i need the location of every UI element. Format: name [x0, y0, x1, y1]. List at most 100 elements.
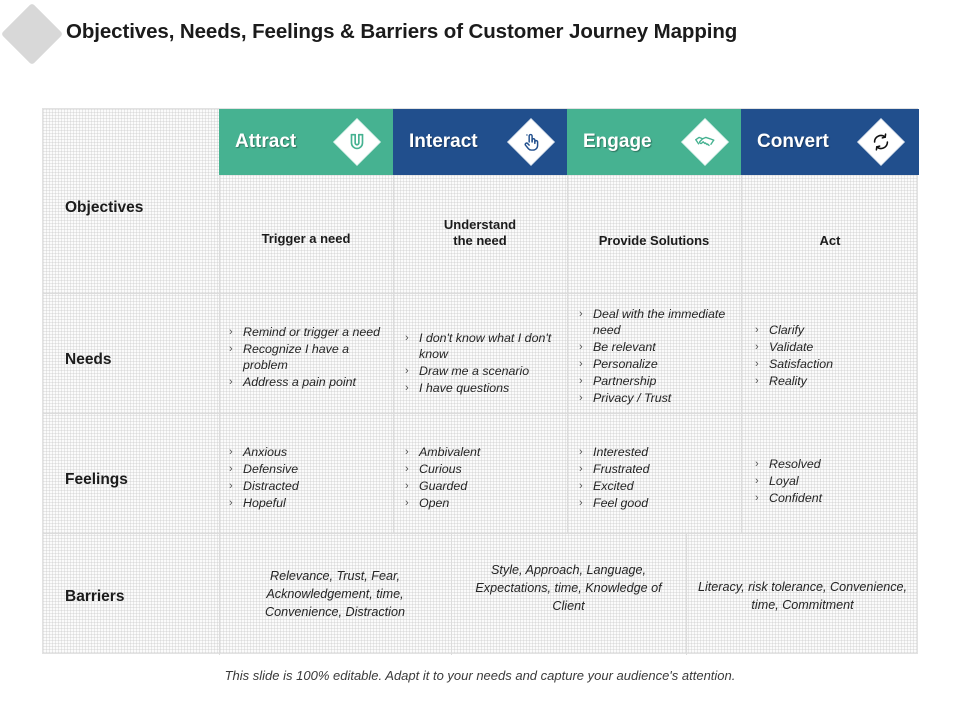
- list-item: ›Curious: [405, 461, 462, 476]
- list-item: ›Remind or trigger a need: [229, 325, 381, 339]
- chevron-right-icon: ›: [579, 391, 583, 404]
- row-label-needs: Needs: [65, 351, 112, 368]
- objectives-cell-engage: Provide Solutions: [567, 211, 741, 271]
- stage-header-engage[interactable]: Engage: [567, 109, 741, 175]
- list-item: ›Loyal: [755, 473, 799, 488]
- barriers-cell-3: Literacy, risk tolerance, Convenience, t…: [686, 535, 919, 657]
- chevron-right-icon: ›: [755, 491, 759, 504]
- chevron-right-icon: ›: [229, 375, 233, 388]
- list-item: ›Hopeful: [229, 495, 286, 510]
- needs-cell-interact: ›I don't know what I don't know ›Draw me…: [395, 331, 569, 398]
- list-item: ›Draw me a scenario: [405, 363, 530, 378]
- list-item: ›Privacy / Trust: [579, 390, 672, 405]
- magnet-icon: [334, 119, 380, 165]
- chevron-right-icon: ›: [755, 324, 759, 336]
- col-divider-1: [219, 175, 220, 533]
- list-item: ›Anxious: [229, 445, 288, 459]
- row-divider-needs-feelings: [43, 413, 917, 414]
- feelings-cell-engage: ›Interested ›Frustrated ›Excited ›Feel g…: [569, 445, 741, 513]
- list-item: ›Reality: [755, 373, 807, 388]
- stage-header-attract[interactable]: Attract: [219, 109, 393, 175]
- touch-finger-icon: [508, 119, 554, 165]
- list-item: ›Personalize: [579, 356, 658, 371]
- stage-label-engage: Engage: [583, 131, 652, 152]
- list-item: ›Clarify: [755, 323, 805, 337]
- chevron-right-icon: ›: [405, 446, 409, 458]
- chevron-right-icon: ›: [229, 496, 233, 509]
- list-item: ›I don't know what I don't know: [405, 331, 552, 361]
- needs-cell-attract: ›Remind or trigger a need ›Recognize I h…: [219, 325, 393, 392]
- list-item: ›Guarded: [405, 478, 468, 493]
- col-divider-4: [741, 175, 742, 533]
- row-divider-feelings-barriers: [43, 533, 917, 534]
- stage-header-interact[interactable]: Interact: [393, 109, 567, 175]
- barriers-text-2: Style, Approach, Language, Expectations,…: [475, 562, 662, 614]
- list-item: ›Satisfaction: [755, 356, 834, 371]
- list-item: ›Interested: [579, 445, 649, 459]
- list-item: ›Ambivalent: [405, 445, 481, 459]
- list-item: ›Confident: [755, 490, 823, 505]
- chevron-right-icon: ›: [579, 496, 583, 509]
- objectives-text-convert: Act: [819, 232, 841, 248]
- row-label-feelings: Feelings: [65, 471, 128, 488]
- feelings-cell-convert: ›Resolved ›Loyal ›Confident: [745, 457, 919, 508]
- chevron-right-icon: ›: [755, 474, 759, 487]
- chevron-right-icon: ›: [229, 462, 233, 475]
- chevron-right-icon: ›: [229, 342, 233, 355]
- list-item: ›Resolved: [755, 457, 821, 471]
- chevron-right-icon: ›: [755, 374, 759, 387]
- chevron-right-icon: ›: [579, 308, 583, 320]
- page-title: Objectives, Needs, Feelings & Barriers o…: [66, 20, 738, 43]
- stage-label-convert: Convert: [757, 131, 829, 152]
- feelings-cell-interact: ›Ambivalent ›Curious ›Guarded ›Open: [395, 445, 569, 513]
- chevron-right-icon: ›: [579, 446, 583, 458]
- chevron-right-icon: ›: [579, 357, 583, 370]
- chevron-right-icon: ›: [755, 340, 759, 353]
- handshake-icon: [682, 119, 728, 165]
- barriers-text-1: Relevance, Trust, Fear, Acknowledgement,…: [264, 568, 405, 620]
- title-diamond-decoration: [0, 2, 64, 66]
- objectives-cell-convert: Act: [741, 211, 919, 271]
- stage-label-attract: Attract: [235, 131, 297, 152]
- objectives-cell-attract: Trigger a need: [219, 209, 393, 269]
- chevron-right-icon: ›: [579, 479, 583, 492]
- cycle-arrows-icon: [858, 119, 904, 165]
- barriers-cell-2: Style, Approach, Language, Expectations,…: [451, 527, 686, 649]
- objectives-text-interact: Understand the need: [443, 216, 517, 248]
- barrier-col-divider-1: [219, 533, 220, 655]
- list-item: ›Open: [405, 495, 450, 510]
- barriers-cell-1: Relevance, Trust, Fear, Acknowledgement,…: [219, 533, 451, 655]
- chevron-right-icon: ›: [405, 364, 409, 377]
- list-item: ›Validate: [755, 339, 814, 354]
- list-item: ›Be relevant: [579, 339, 656, 354]
- list-item: ›I have questions: [405, 380, 510, 395]
- list-item: ›Excited: [579, 478, 634, 493]
- needs-cell-engage: ›Deal with the immediate need ›Be releva…: [569, 307, 741, 408]
- needs-cell-convert: ›Clarify ›Validate ›Satisfaction ›Realit…: [745, 323, 919, 391]
- chevron-right-icon: ›: [579, 374, 583, 387]
- chevron-right-icon: ›: [405, 496, 409, 509]
- list-item: ›Feel good: [579, 495, 649, 510]
- objectives-text-attract: Trigger a need: [261, 230, 351, 246]
- list-item: ›Address a pain point: [229, 374, 356, 389]
- chevron-right-icon: ›: [579, 462, 583, 475]
- list-item: ›Frustrated: [579, 461, 650, 476]
- row-divider-objectives-needs: [43, 293, 917, 294]
- feelings-cell-attract: ›Anxious ›Defensive ›Distracted ›Hopeful: [219, 445, 393, 513]
- col-divider-3: [567, 175, 568, 533]
- chevron-right-icon: ›: [405, 381, 409, 394]
- list-item: ›Deal with the immediate need: [579, 307, 726, 337]
- chevron-right-icon: ›: [229, 446, 233, 458]
- chevron-right-icon: ›: [405, 462, 409, 475]
- stage-label-interact: Interact: [409, 131, 478, 152]
- chevron-right-icon: ›: [229, 479, 233, 492]
- stage-header-convert[interactable]: Convert: [741, 109, 919, 175]
- footer-note: This slide is 100% editable. Adapt it to…: [224, 668, 736, 683]
- chevron-right-icon: ›: [405, 479, 409, 492]
- barrier-col-divider-2: [451, 533, 452, 655]
- list-item: ›Defensive: [229, 461, 299, 476]
- col-divider-2: [393, 175, 394, 533]
- barrier-col-divider-3: [686, 533, 687, 655]
- chevron-right-icon: ›: [755, 458, 759, 470]
- row-label-barriers: Barriers: [65, 588, 125, 605]
